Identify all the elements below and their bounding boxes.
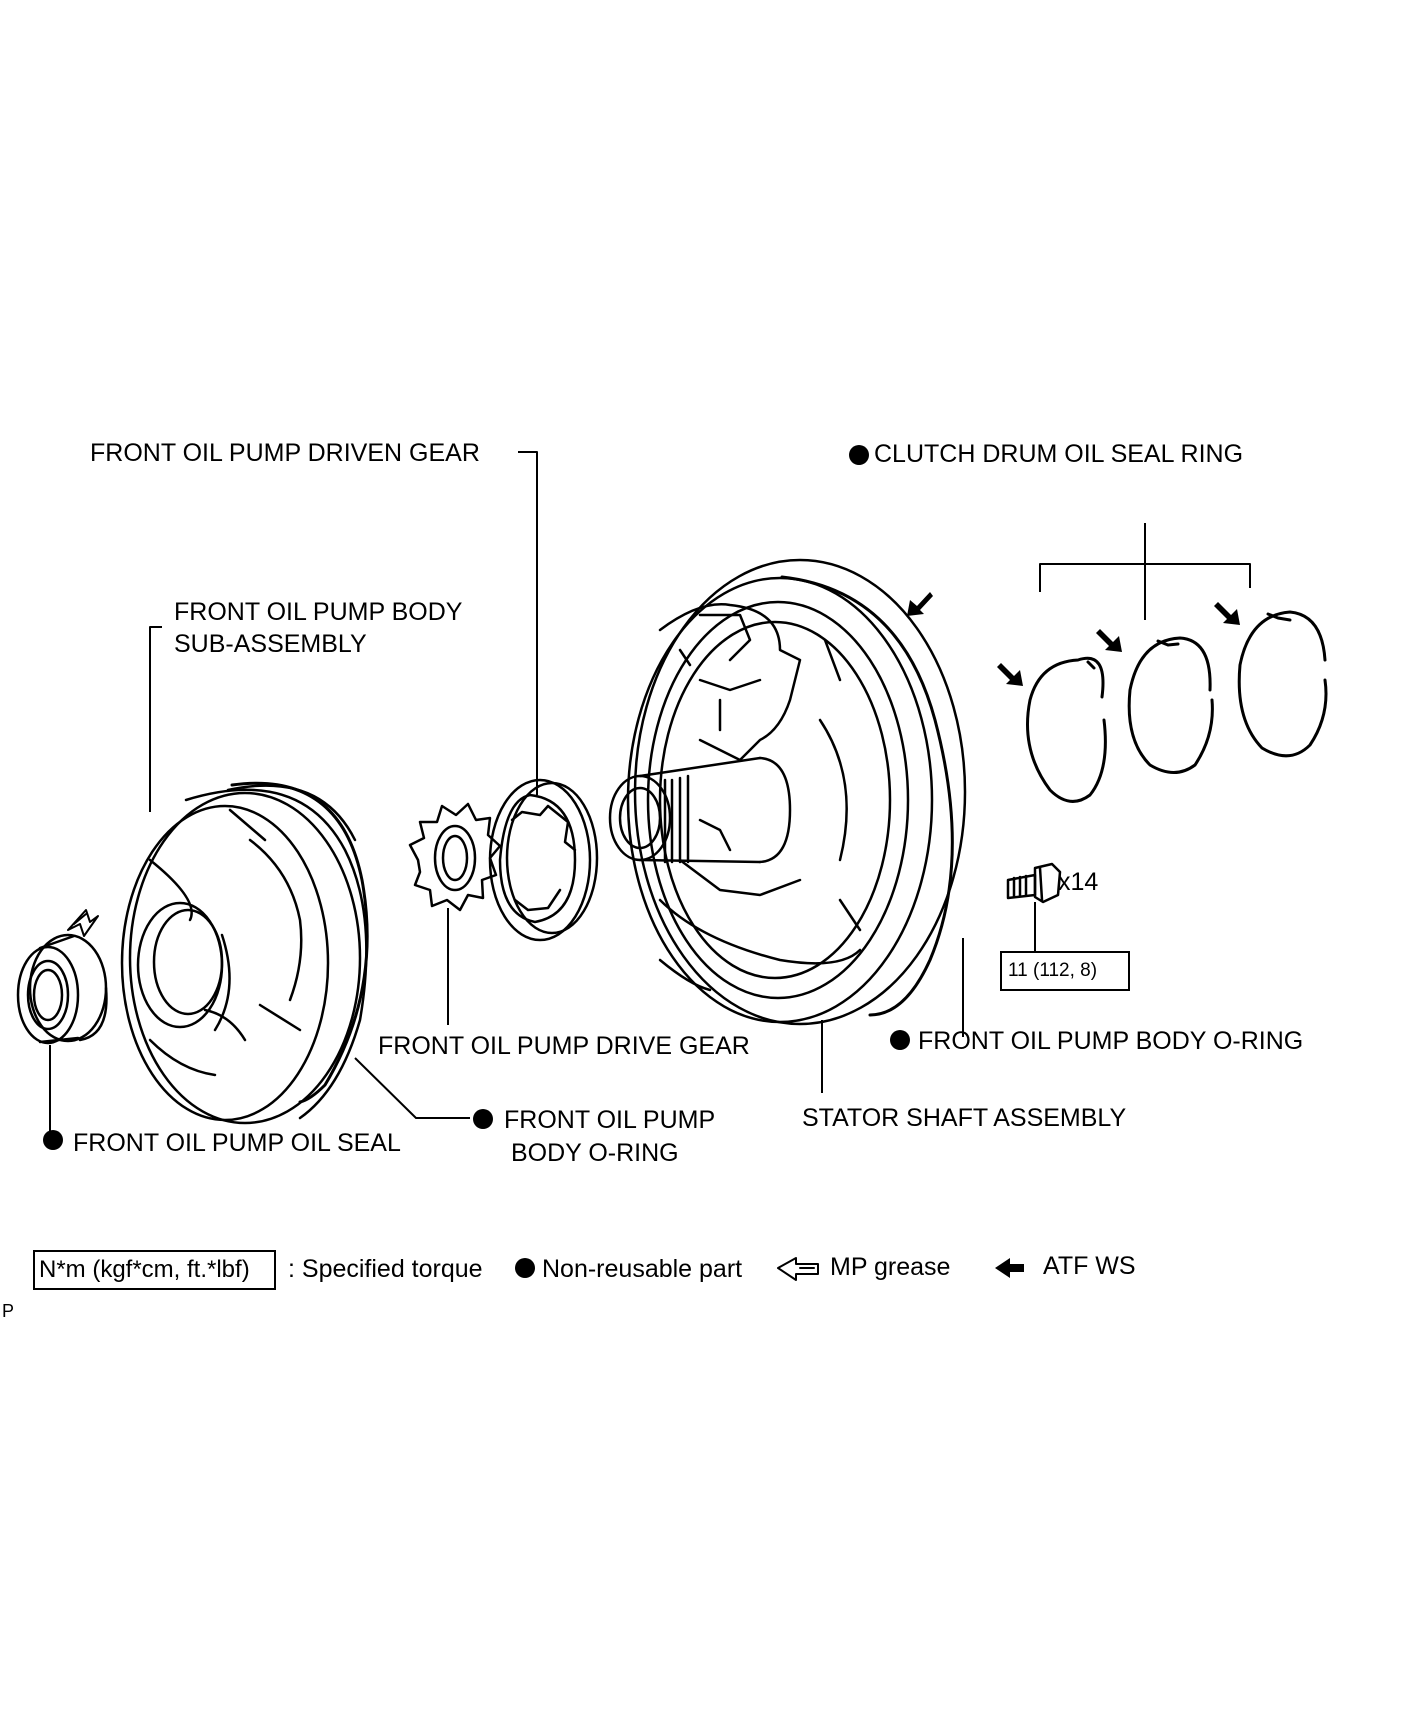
seal-ring-3-drawing bbox=[1237, 610, 1328, 758]
legend-nonreusable-text: Non-reusable part bbox=[542, 1255, 743, 1283]
body-oring-left-drawing bbox=[230, 781, 369, 1104]
legend-atf-text: ATF WS bbox=[1043, 1252, 1136, 1280]
label-oil-seal: FRONT OIL PUMP OIL SEAL bbox=[73, 1129, 401, 1157]
label-driven-gear: FRONT OIL PUMP DRIVEN GEAR bbox=[90, 439, 480, 467]
legend-atf-icon bbox=[995, 1258, 1024, 1278]
label-stator-shaft: STATOR SHAFT ASSEMBLY bbox=[802, 1104, 1127, 1132]
body-oring-right-drawing bbox=[780, 575, 954, 1017]
label-body-oring-mid-line2: BODY O-RING bbox=[511, 1139, 679, 1167]
pump-body-drawing bbox=[120, 784, 368, 1125]
leader-lines bbox=[49, 451, 1251, 1135]
label-pump-body-sub-line1: FRONT OIL PUMP BODY bbox=[174, 598, 463, 626]
stator-shaft-drawing bbox=[608, 558, 967, 1026]
legend-torque-text: : Specified torque bbox=[288, 1255, 483, 1283]
torque-value-box: 11 (112, 8) bbox=[1000, 951, 1130, 991]
oil-seal-drawing bbox=[16, 933, 108, 1045]
label-drive-gear: FRONT OIL PUMP DRIVE GEAR bbox=[378, 1032, 750, 1060]
label-body-oring-mid-line1: FRONT OIL PUMP bbox=[504, 1106, 716, 1134]
footer-code: P bbox=[2, 1301, 15, 1321]
driven-gear-drawing bbox=[488, 778, 599, 942]
drive-gear-drawing bbox=[408, 802, 502, 912]
legend-torque-box: N*m (kgf*cm, ft.*lbf) bbox=[33, 1250, 276, 1290]
legend-grease-text: MP grease bbox=[830, 1253, 951, 1281]
atf-arrow-icon bbox=[907, 592, 1240, 686]
label-pump-body-sub-line2: SUB-ASSEMBLY bbox=[174, 630, 367, 658]
seal-ring-1-drawing bbox=[1026, 656, 1107, 803]
label-bolt-count: x14 bbox=[1058, 868, 1099, 896]
legend-grease-icon bbox=[777, 1257, 819, 1281]
nonreusable-markers bbox=[43, 445, 910, 1150]
label-clutch-seal-ring: CLUTCH DRUM OIL SEAL RING bbox=[874, 440, 1244, 468]
legend-nonreusable-icon bbox=[515, 1258, 535, 1278]
label-body-oring-right: FRONT OIL PUMP BODY O-RING bbox=[918, 1027, 1304, 1055]
seal-ring-2-drawing bbox=[1127, 636, 1214, 774]
grease-marker-icon bbox=[67, 909, 99, 937]
bolt-drawing bbox=[1006, 862, 1062, 904]
